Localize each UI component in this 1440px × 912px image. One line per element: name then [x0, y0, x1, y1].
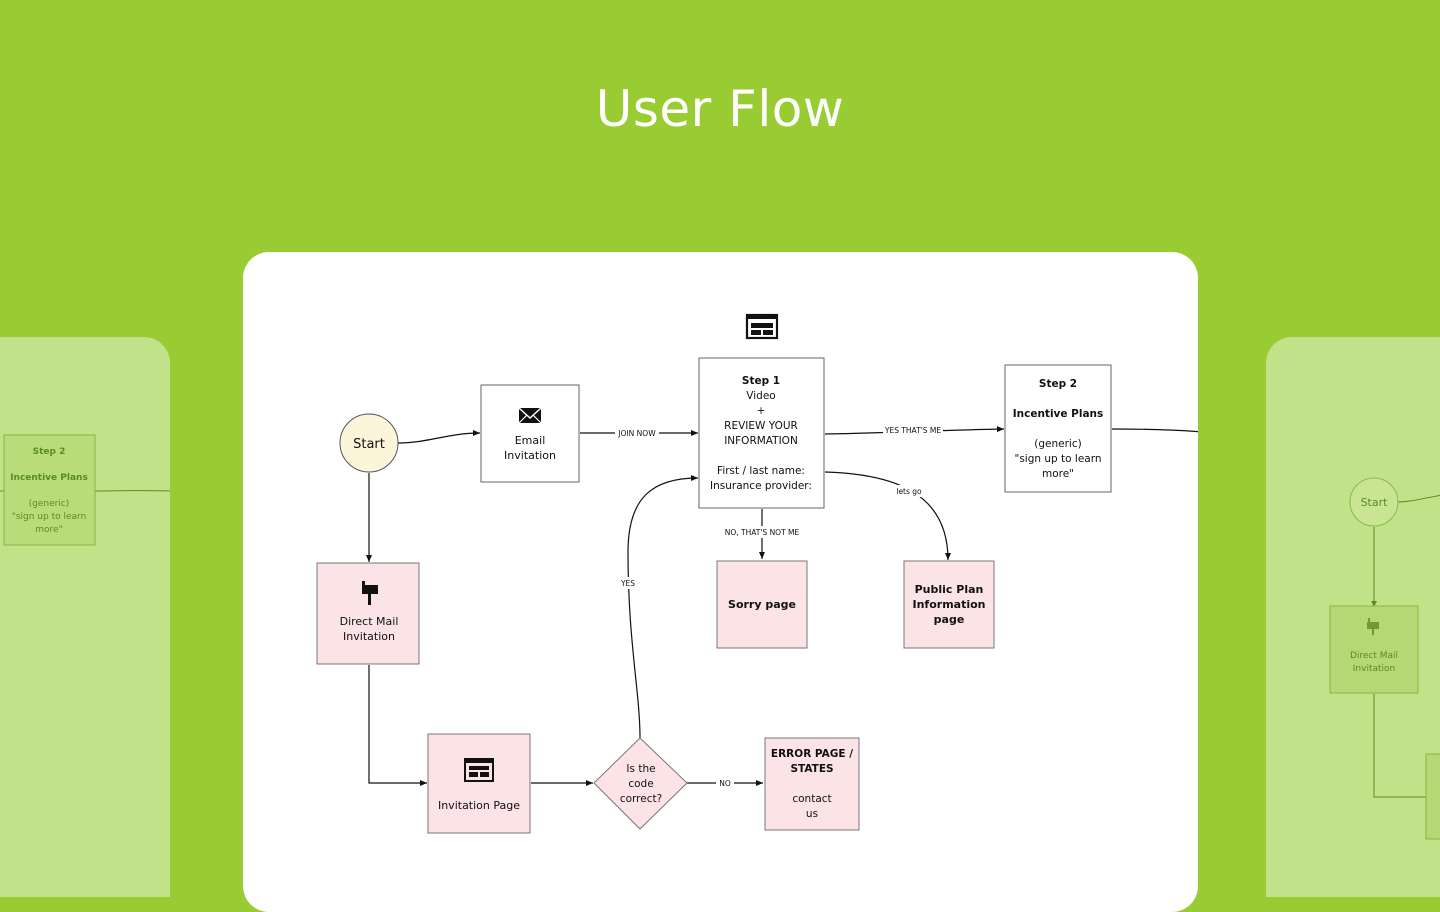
edge-step1-public	[825, 472, 948, 560]
label-yes-thats-me: YES THAT'S ME	[883, 425, 943, 437]
svg-text:YES THAT'S ME: YES THAT'S ME	[884, 426, 941, 435]
svg-text:Start: Start	[1361, 496, 1389, 509]
label-no-thats-not-me: NO, THAT'S NOT ME	[721, 526, 803, 538]
label-join-now: JOIN NOW	[615, 427, 659, 439]
svg-text:lets go: lets go	[896, 487, 922, 496]
text-line	[48, 486, 51, 496]
page-title: User Flow	[0, 80, 1440, 138]
right-preview-start-node: Start	[1350, 478, 1398, 526]
text-line: REVIEW YOUR	[724, 420, 798, 432]
svg-text:Sorry page: Sorry page	[728, 598, 796, 611]
text-line: Public Plan	[915, 583, 984, 596]
svg-text:NO, THAT'S NOT ME: NO, THAT'S NOT ME	[725, 528, 800, 537]
svg-text:Invitation Page: Invitation Page	[438, 799, 520, 812]
text-line: Incentive Plans	[10, 473, 88, 483]
edge-directmail-invitation	[369, 665, 427, 783]
text-line: contact	[792, 793, 831, 805]
edge-start-email	[398, 433, 480, 443]
text-line: Is the	[626, 763, 655, 775]
code-check-decision-node: Is the code correct?	[594, 738, 687, 829]
text-line: Invitation	[343, 630, 395, 643]
text-line: Insurance provider:	[710, 480, 812, 492]
text-line: Direct Mail	[1350, 651, 1398, 661]
flow-diagram: JOIN NOW YES THAT'S ME NO, THAT'S NOT ME…	[243, 252, 1198, 912]
text-line	[1056, 423, 1059, 435]
left-preview-card: Step 2 Incentive Plans (generic) "sign up…	[0, 337, 170, 897]
text-line: more"	[1042, 468, 1074, 480]
text-line: Invitation	[1353, 664, 1395, 674]
text-line: "sign up to learn	[1014, 453, 1101, 465]
text-line: (generic)	[1034, 438, 1081, 450]
text-line: "sign up to learn	[12, 512, 87, 522]
label-no: NO	[716, 777, 734, 789]
text-line: Email	[515, 434, 546, 447]
start-node: Start	[340, 414, 398, 472]
text-line: correct?	[620, 793, 662, 805]
text-line	[1056, 393, 1059, 405]
text-line	[48, 460, 51, 470]
envelope-icon	[519, 408, 541, 423]
text-line: page	[934, 613, 965, 626]
text-line	[810, 778, 813, 790]
label-yes: YES	[618, 577, 638, 589]
text-line: Incentive Plans	[1013, 408, 1104, 420]
text-line: code	[628, 778, 653, 790]
text-line: Invitation	[504, 449, 556, 462]
svg-text:YES: YES	[620, 579, 635, 588]
label-lets-go: lets go	[894, 485, 924, 497]
diagram-card: JOIN NOW YES THAT'S ME NO, THAT'S NOT ME…	[243, 252, 1198, 912]
text-line	[759, 450, 762, 462]
right-preview-partial-node	[1426, 754, 1440, 839]
svg-text:JOIN NOW: JOIN NOW	[617, 429, 656, 438]
text-line: First / last name:	[717, 465, 805, 477]
right-preview-connector	[1398, 492, 1440, 502]
text-line: Direct Mail	[340, 615, 399, 628]
sorry-page-node: Sorry page	[717, 561, 807, 648]
text-line: +	[757, 405, 766, 417]
right-preview-connector-mail	[1374, 694, 1426, 797]
webpage-icon	[747, 315, 777, 338]
error-page-node: ERROR PAGE / STATES contact us	[765, 738, 859, 830]
text-line: more"	[35, 525, 62, 535]
left-preview-step2-node: Step 2 Incentive Plans (generic) "sign up…	[4, 435, 95, 545]
edge-decision-step1	[628, 478, 698, 738]
text-line: STATES	[790, 763, 833, 775]
svg-text:NO: NO	[719, 779, 731, 788]
step1-node: Step 1 Video + REVIEW YOUR INFORMATION First…	[699, 358, 824, 508]
text-line: ERROR PAGE /	[771, 748, 853, 760]
step2-node: Step 2 Incentive Plans (generic) "sign up…	[1005, 365, 1111, 492]
svg-text:Start: Start	[353, 437, 385, 452]
text-line: (generic)	[29, 499, 70, 509]
edge-step2-out	[1112, 429, 1198, 432]
text-line: Video	[746, 390, 775, 402]
text-line: us	[806, 808, 818, 820]
text-line: Step 2	[1039, 378, 1077, 390]
text-line: Step 1	[742, 375, 780, 387]
text-line: Step 2	[33, 447, 66, 457]
text-line: INFORMATION	[724, 435, 798, 447]
invitation-page-node: Invitation Page	[428, 734, 530, 833]
text-line: Information	[913, 598, 986, 611]
